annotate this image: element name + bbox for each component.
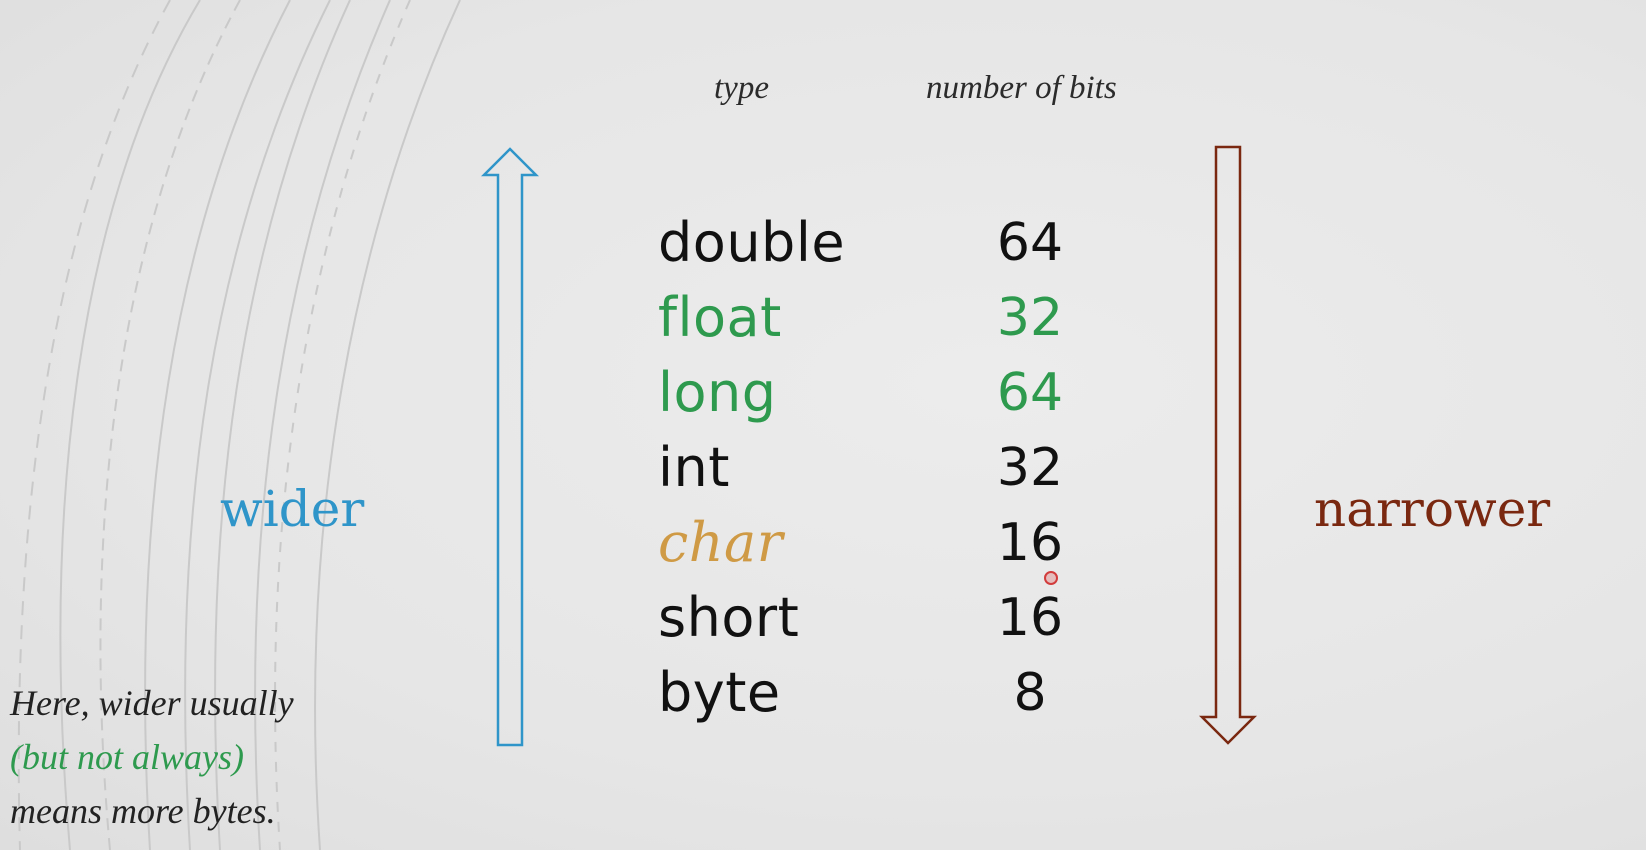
- type-cell: float: [658, 286, 782, 349]
- note-line-2: (but not always): [10, 737, 244, 777]
- type-cell: short: [658, 586, 800, 649]
- table-row: short 16: [0, 583, 1646, 653]
- bits-cell: 32: [996, 288, 1064, 348]
- bits-cell: 8: [1013, 663, 1047, 723]
- table-row: int 32: [0, 433, 1646, 503]
- bits-cell: 16: [996, 513, 1064, 573]
- header-type: type: [714, 70, 769, 106]
- note-line-3: means more bytes.: [10, 791, 276, 831]
- up-arrow-icon: [480, 147, 540, 747]
- table-row: byte 8: [0, 658, 1646, 728]
- down-arrow-icon: [1198, 145, 1258, 745]
- type-cell: int: [658, 436, 730, 499]
- type-cell: byte: [658, 661, 781, 724]
- bits-cell: 32: [996, 438, 1064, 498]
- type-cell: double: [658, 211, 846, 274]
- header-number-of-bits: number of bits: [926, 70, 1117, 106]
- table-row: long 64: [0, 358, 1646, 428]
- bits-cell: 64: [996, 213, 1064, 273]
- bits-cell: 16: [996, 588, 1064, 648]
- decorative-arcs: [17, 0, 461, 850]
- type-cell: char: [658, 511, 784, 574]
- type-cell: long: [658, 361, 777, 424]
- narrower-label: narrower: [1314, 480, 1551, 538]
- cursor-pointer-icon: [1044, 571, 1058, 585]
- table-row: char 16: [0, 508, 1646, 578]
- table-row: float 32: [0, 283, 1646, 353]
- table-row: double 64: [0, 208, 1646, 278]
- wider-label: wider: [220, 480, 365, 538]
- note-line-1: Here, wider usually: [10, 683, 294, 723]
- bits-cell: 64: [996, 363, 1064, 423]
